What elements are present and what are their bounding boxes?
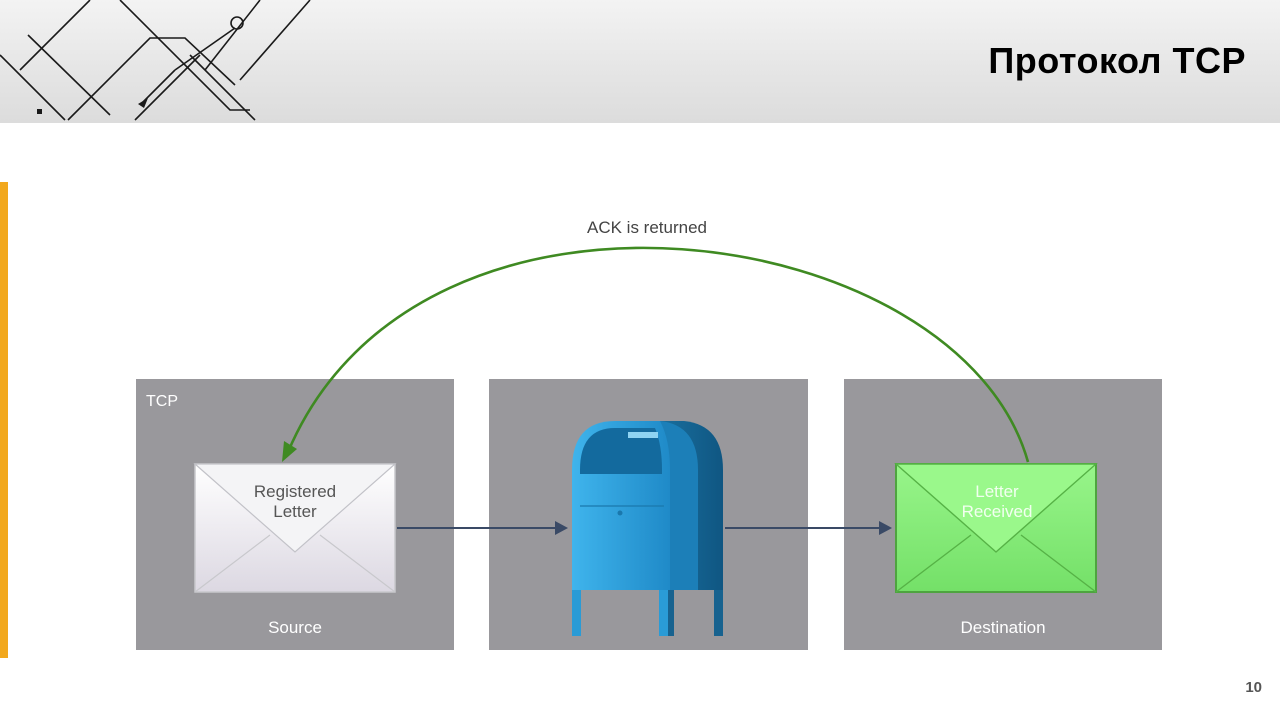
circuit-lines-decoration [0, 0, 311, 121]
registered-letter-label-line1: Registered [253, 482, 337, 501]
registered-letter-envelope-icon [193, 463, 397, 593]
ack-label: ACK is returned [587, 218, 707, 237]
destination-caption: Destination [960, 618, 1046, 637]
registered-letter-label: Registered Letter [195, 482, 395, 522]
ack-arrowhead [282, 441, 297, 462]
letter-received-envelope-icon [894, 463, 1098, 593]
slide-header: Протокол TCP [0, 0, 1280, 123]
tcp-tag: TCP [146, 393, 178, 410]
registered-letter-label-line2: Letter [273, 502, 317, 521]
ack-arrow [286, 246, 1030, 463]
flow-arrowhead-1 [555, 521, 568, 535]
source-caption: Source [268, 618, 322, 637]
letter-received-label-line2: Received [961, 502, 1033, 521]
slide-title: Протокол TCP [988, 40, 1246, 81]
mailbox-icon [572, 421, 723, 636]
page-number: 10 [1245, 679, 1262, 696]
letter-received-label-line1: Letter [975, 482, 1019, 501]
flow-arrowhead-2 [879, 521, 892, 535]
accent-bar [0, 182, 8, 658]
letter-received-label: Letter Received [897, 482, 1097, 522]
